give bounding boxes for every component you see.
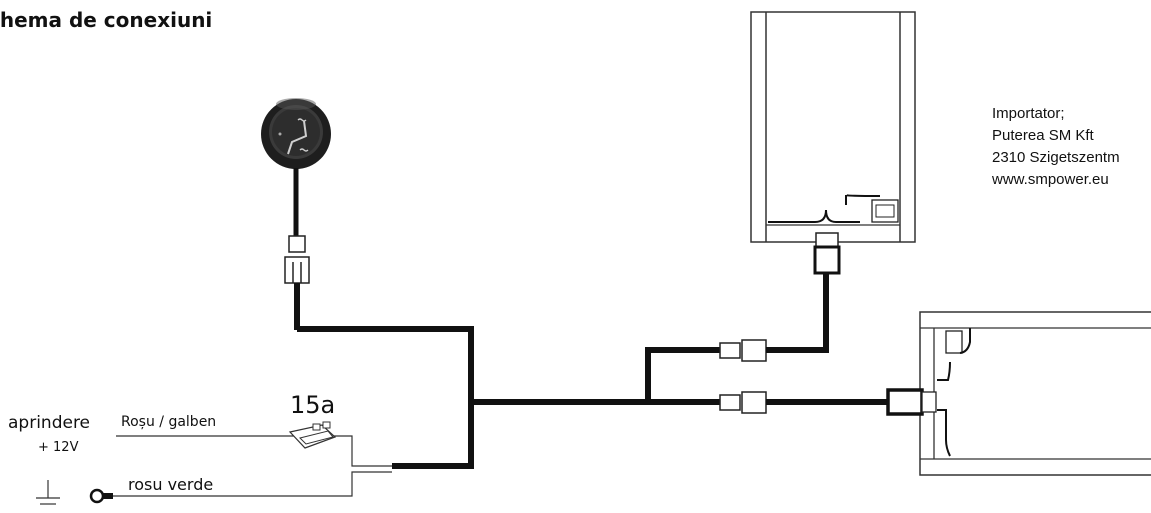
fuse-rating-label: 15a — [290, 391, 336, 419]
importer-info: Importator; Puterea SM Kft 2310 Szigetsz… — [992, 103, 1120, 191]
cushion-heating-pad — [886, 311, 1151, 476]
ring-terminal-icon — [89, 488, 105, 504]
switch-connector — [284, 256, 310, 284]
diagram-title: chema de conexiuni — [0, 8, 213, 32]
fuse — [116, 421, 392, 467]
switch-cable — [284, 168, 474, 469]
seat-icon — [287, 120, 308, 155]
main-harness — [471, 272, 888, 414]
ground-wire — [36, 471, 392, 505]
voltage-label: + 12V — [38, 440, 79, 455]
importer-label: Importator; — [992, 105, 1065, 122]
seat-heater-switch — [261, 98, 331, 169]
importer-address: 2310 Szigetszentm — [992, 149, 1120, 166]
importer-website: www.smpower.eu — [992, 171, 1109, 188]
red-green-wire-label: rosu verde — [128, 475, 214, 494]
ignition-label: aprindere — [8, 413, 91, 433]
ground-symbol-icon — [36, 480, 60, 505]
importer-company: Puterea SM Kft — [992, 127, 1094, 144]
red-yellow-wire-label: Roșu / galben — [121, 414, 217, 430]
backrest-heating-pad — [750, 11, 916, 275]
